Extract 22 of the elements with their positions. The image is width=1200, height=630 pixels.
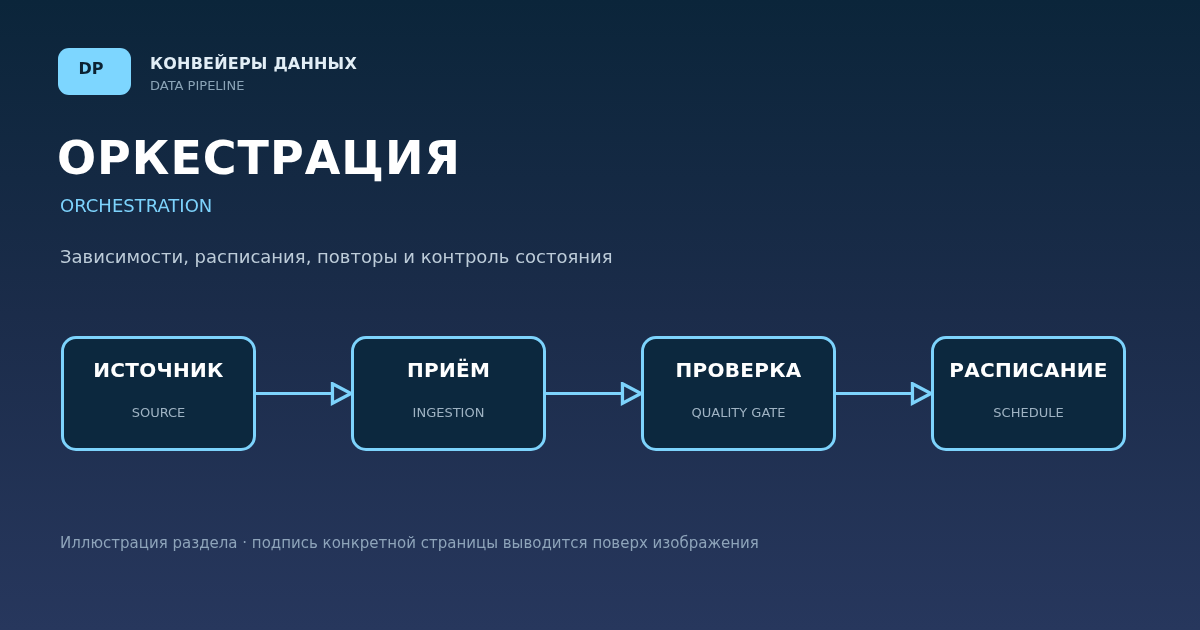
step-subtitle: SOURCE — [131, 405, 186, 421]
section-title: КОНВЕЙЕРЫ ДАННЫХ — [150, 54, 357, 74]
process-box — [641, 336, 836, 451]
step-subtitle: INGESTION — [412, 405, 485, 421]
step-title: ПРИЁМ — [406, 358, 491, 382]
caption-text: Иллюстрация раздела · подпись конкретной страницы выводится поверх изображения — [60, 534, 759, 553]
section-subtitle: DATA PIPELINE — [150, 78, 245, 94]
step-title: ИСТОЧНИК — [93, 358, 224, 382]
process-box — [61, 336, 256, 451]
step-subtitle: SCHEDULE — [993, 405, 1064, 421]
arrow — [546, 382, 643, 405]
monogram-badge: DP — [58, 48, 131, 95]
page-title: ОРКЕСТРАЦИЯ — [57, 130, 461, 186]
heading-subtitle: ORCHESTRATION — [60, 195, 213, 217]
description-text: Зависимости, расписания, повторы и контроль состояния — [60, 246, 613, 268]
arrow — [256, 382, 353, 405]
arrow — [836, 382, 933, 405]
step-title: ПРОВЕРКА — [675, 358, 802, 382]
step-subtitle: QUALITY GATE — [691, 405, 786, 421]
process-box — [931, 336, 1126, 451]
step-title: РАСПИСАНИЕ — [949, 358, 1108, 382]
process-box — [351, 336, 546, 451]
